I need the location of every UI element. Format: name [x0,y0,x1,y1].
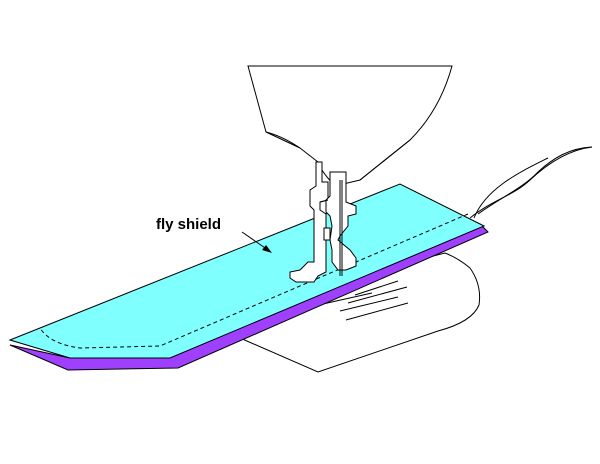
stitch-line [39,213,469,349]
leader-arrow [241,231,272,253]
needle-icon [339,180,343,276]
fly-shield-label: fly shield [156,216,221,233]
sewing-machine-icon [247,65,453,187]
presser-foot-icon [289,161,357,283]
thread-icon [469,146,593,219]
